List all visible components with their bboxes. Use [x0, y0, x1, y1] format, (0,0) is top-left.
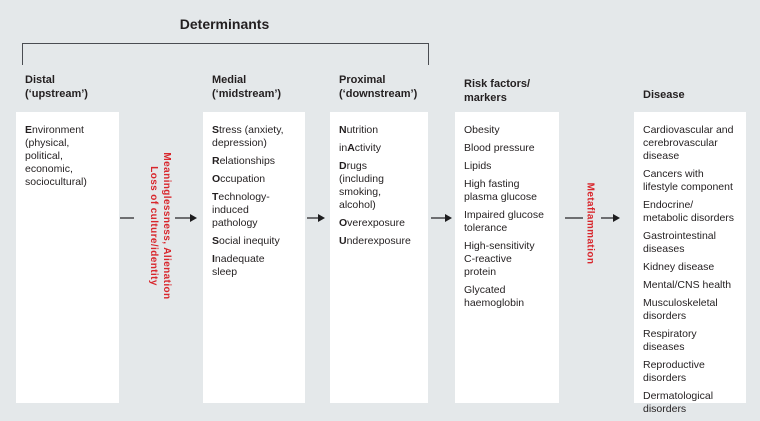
column-header-risk-factors: Risk factors/markers [464, 77, 584, 105]
list-item: Relationships [212, 155, 276, 167]
arrow-head [445, 214, 452, 222]
label-metaflammation: Metaflammation [584, 182, 596, 265]
list-item: Social inequity [212, 235, 280, 247]
list-item: Impaired glucose tolerance [464, 209, 544, 234]
column-header-distal: Distal (‘upstream’) [25, 73, 145, 101]
list-item: High fasting plasma glucose [464, 178, 537, 203]
arrow-medial-to-proximal-icon [307, 214, 325, 222]
list-item: Endocrine/ metabolic disorders [643, 199, 735, 224]
list-item: Inadequate sleep [212, 253, 265, 278]
label-loss-of-culture-identity: Loss of culture/identity [148, 166, 159, 286]
list-item: Lipids [464, 160, 492, 172]
list-item: inActivity [339, 142, 382, 154]
list-item: Cancers with lifestyle component [643, 168, 733, 193]
list-item: Respiratory diseases [643, 328, 697, 353]
determinants-bracket [22, 43, 429, 65]
list-item: Kidney disease [643, 261, 715, 273]
arrow-line [175, 217, 190, 219]
arrow-distal-to-medial-icon [175, 214, 197, 222]
list-item: Environment (physical, political, econom… [25, 124, 87, 188]
column-header-line: Proximal [339, 74, 386, 86]
column-items-medial: Stress (anxiety, depression) Relationship… [203, 112, 305, 279]
connector-line-distal [120, 217, 134, 219]
arrow-line [601, 217, 613, 219]
column-header-line: markers [464, 92, 507, 104]
column-header-line: Distal [25, 74, 55, 86]
arrow-risk-to-disease-icon [601, 214, 620, 222]
column-box-distal: Environment (physical, political, econom… [16, 112, 119, 403]
list-item: Nutrition [339, 124, 379, 136]
column-header-line: (‘downstream’) [339, 88, 418, 100]
column-items-distal: Environment (physical, political, econom… [16, 112, 119, 189]
label-psychosocial-mediators: Meaninglessness, Alienation Loss of cult… [147, 141, 173, 311]
arrow-proximal-to-risk-icon [431, 214, 452, 222]
arrow-line [307, 217, 318, 219]
list-item: Drugs (including smoking, alcohol) [339, 160, 384, 211]
list-item: High-sensitivity C-reactive protein [464, 240, 535, 278]
figure-title: Determinants [179, 16, 270, 32]
list-item: Dermatological disorders [643, 390, 714, 415]
list-item: Underexposure [339, 235, 411, 247]
column-box-disease: Cardiovascular and cerebrovascular disea… [634, 112, 746, 415]
column-disease: Disease Cardiovascular and cerebrovascul… [634, 0, 746, 421]
arrow-line [431, 217, 445, 219]
list-item: Occupation [212, 173, 266, 185]
column-header-line: Risk factors/ [464, 78, 531, 90]
column-items-disease: Cardiovascular and cerebrovascular disea… [634, 112, 746, 416]
list-item: Blood pressure [464, 142, 535, 154]
list-item: Mental/CNS health [643, 279, 732, 291]
list-item: Cardiovascular and cerebrovascular disea… [643, 124, 734, 162]
column-header-disease: Disease [643, 88, 760, 102]
arrow-head [318, 214, 325, 222]
list-item: Overexposure [339, 217, 405, 229]
list-item: Glycated haemoglobin [464, 284, 525, 309]
column-medial: Medial (‘midstream’) Stress (anxiety, dep… [203, 0, 305, 421]
connector-line-risk [565, 217, 583, 219]
list-item: Technology-induced pathology [212, 191, 270, 229]
column-box-medial: Stress (anxiety, depression) Relationship… [203, 112, 305, 403]
list-item: Stress (anxiety, depression) [212, 124, 284, 149]
list-item: Reproductive disorders [643, 359, 705, 384]
arrow-head [190, 214, 197, 222]
arrow-head [613, 214, 620, 222]
column-header-line: (‘upstream’) [25, 88, 88, 100]
column-header-line: Disease [643, 89, 685, 101]
column-distal: Distal (‘upstream’) Environment (physical… [16, 0, 119, 421]
column-header-line: (‘midstream’) [212, 88, 282, 100]
column-proximal: Proximal (‘downstream’) Nutrition inActivi… [330, 0, 428, 421]
list-item: Obesity [464, 124, 500, 136]
column-header-line: Medial [212, 74, 247, 86]
label-meaninglessness-alienation: Meaninglessness, Alienation [161, 152, 172, 300]
column-header-proximal: Proximal (‘downstream’) [339, 73, 459, 101]
list-item: Gastrointestinal diseases [643, 230, 716, 255]
column-header-medial: Medial (‘midstream’) [212, 73, 332, 101]
list-item: Musculoskeletal disorders [643, 297, 718, 322]
